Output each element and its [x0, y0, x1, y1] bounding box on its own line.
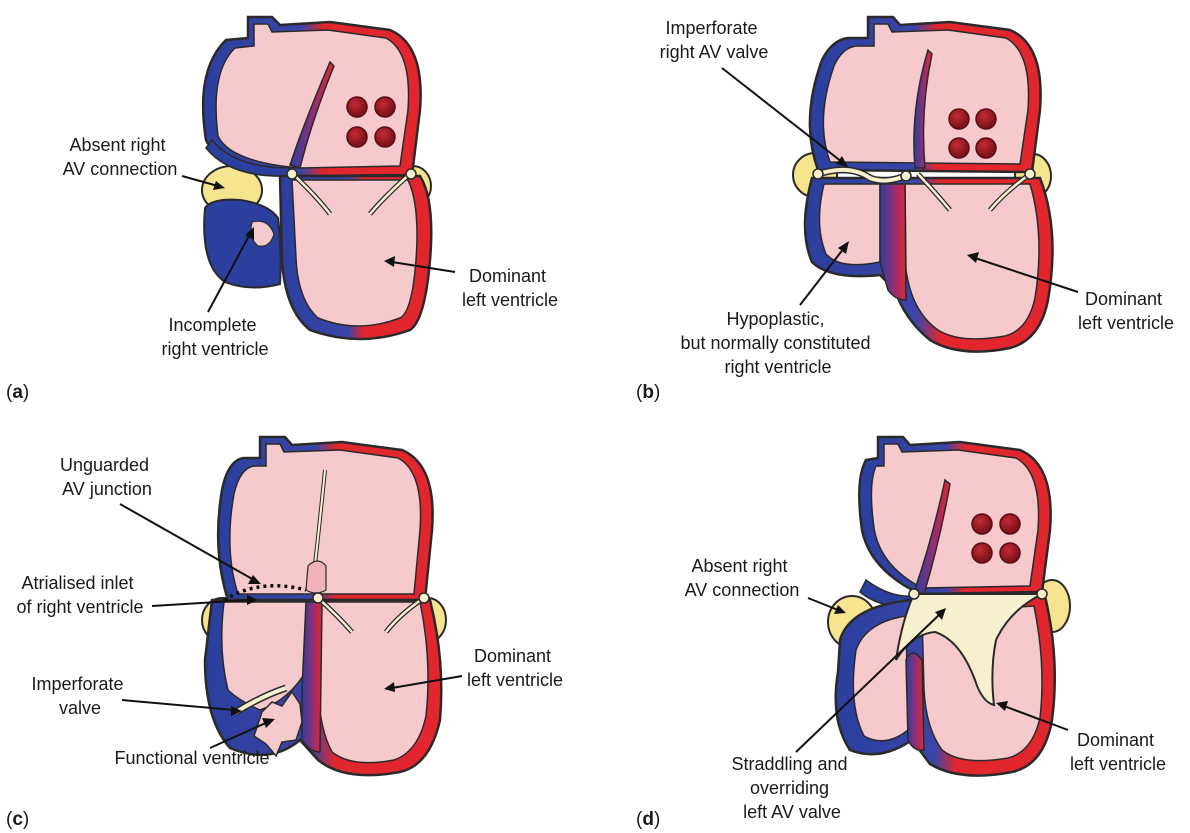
panel-letter-c: (c) [6, 809, 29, 830]
label-dominant-left-ventricle: Dominant left ventricle [1078, 289, 1174, 333]
left-ventricle-cavity [318, 602, 428, 763]
pulmonary-vein [976, 138, 996, 158]
hypoplastic-right-ventricle-cavity [819, 184, 880, 265]
pulmonary-vein [949, 109, 969, 129]
valve-hinge [909, 589, 919, 599]
label-imperforate-right-av-valve: Imperforate right AV valve [660, 18, 769, 62]
valve-hinge [1025, 169, 1035, 179]
left-ventricle-cavity [905, 184, 1039, 339]
pulmonary-vein [375, 97, 395, 117]
label-incomplete-right-ventricle: Incomplete right ventricle [161, 315, 268, 359]
valve-hinge [313, 593, 323, 603]
valve-hinge [813, 169, 823, 179]
valve-hinge [1037, 589, 1047, 599]
valve-hinge [901, 171, 911, 181]
ventricular-septum [880, 184, 906, 300]
pulmonary-vein [347, 97, 367, 117]
label-dominant-left-ventricle: Dominant left ventricle [1070, 730, 1166, 774]
label-absent-right-av-connection: Absent right AV connection [63, 135, 178, 179]
pulmonary-vein [976, 109, 996, 129]
valve-hinge [287, 169, 297, 179]
panel-letter-d: (d) [636, 809, 660, 830]
pulmonary-vein [972, 543, 992, 563]
pulmonary-vein [375, 127, 395, 147]
panel-letter-a: (a) [6, 382, 29, 403]
panel-letter-b: (b) [636, 382, 660, 403]
label-absent-right-av-connection: Absent right AV connection [685, 556, 800, 600]
pulmonary-vein [347, 127, 367, 147]
label-dominant-left-ventricle: Dominant left ventricle [467, 646, 563, 690]
panel-c: Unguarded AV junction Atrialised inlet o… [6, 437, 563, 830]
label-functional-ventricle: Functional ventricle [114, 748, 269, 768]
label-straddling-left-av-valve: Straddling and overriding left AV valve [731, 754, 852, 822]
left-ventricle-cavity [292, 180, 417, 326]
pulmonary-vein [1000, 543, 1020, 563]
septal-bulge [306, 561, 326, 593]
label-dominant-left-ventricle: Dominant left ventricle [462, 266, 558, 310]
pulmonary-vein [949, 138, 969, 158]
panel-b: Imperforate right AV valve Hypoplastic, … [636, 17, 1174, 403]
panel-d: Absent right AV connection Straddling an… [636, 437, 1166, 830]
pulmonary-vein [1000, 514, 1020, 534]
label-unguarded-av-junction: Unguarded AV junction [60, 455, 154, 499]
panel-a: Absent right AV connection Dominant left… [6, 17, 558, 403]
label-imperforate-valve: Imperforate valve [31, 674, 128, 718]
valve-hinge [406, 169, 416, 179]
ventricular-septum [302, 602, 322, 752]
ventricular-septum [906, 653, 924, 750]
label-hypoplastic-right-ventricle: Hypoplastic, but normally constituted ri… [680, 309, 875, 377]
valve-hinge [419, 593, 429, 603]
label-atrialised-inlet: Atrialised inlet of right ventricle [16, 573, 143, 617]
pulmonary-vein [972, 514, 992, 534]
